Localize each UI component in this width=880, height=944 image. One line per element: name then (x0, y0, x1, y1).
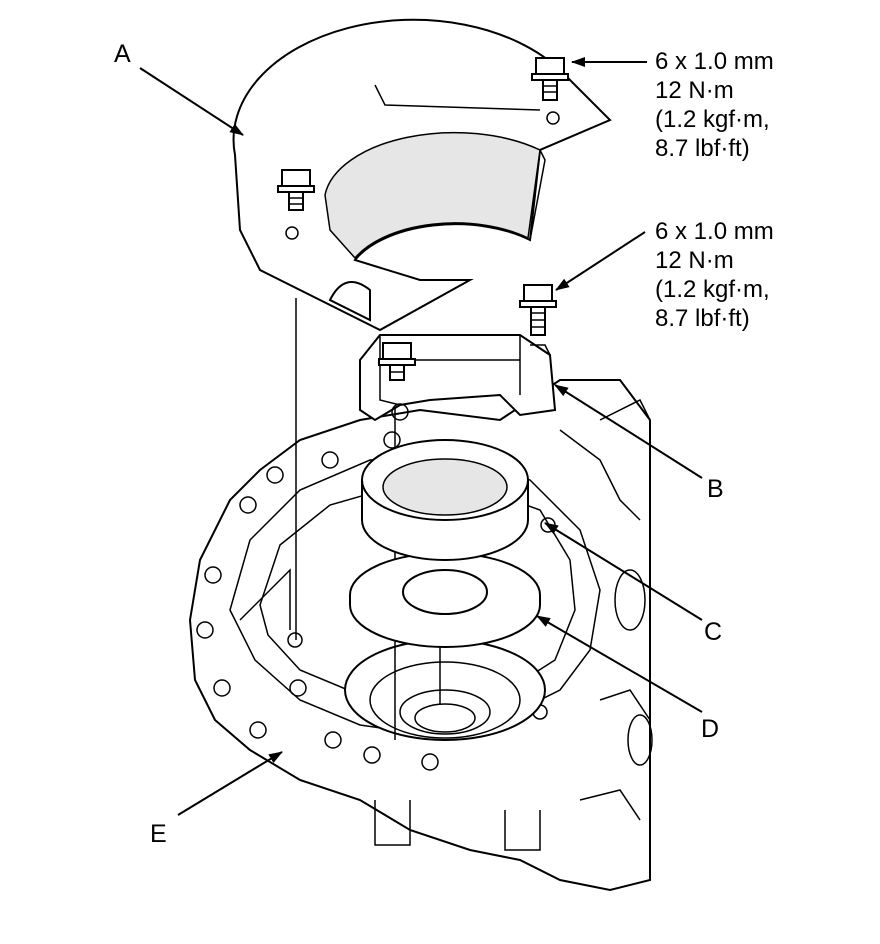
arrow-d (536, 615, 703, 713)
arrow-spec-middle (555, 231, 646, 291)
label-b: B (707, 475, 724, 503)
label-d: D (701, 715, 719, 743)
spec-middle-lbf: 8.7 lbf·ft) (655, 305, 750, 332)
arrow-a (139, 67, 244, 136)
arrow-e (177, 751, 283, 816)
spec-top-size: 6 x 1.0 mm (655, 48, 774, 75)
leader-arrows (139, 57, 703, 816)
bolt-top-right (531, 57, 569, 101)
spec-top-kgf: (1.2 kgf·m, (655, 106, 770, 133)
spec-middle-kgf: (1.2 kgf·m, (655, 276, 770, 303)
spec-top-lbf: 8.7 lbf·ft) (655, 135, 750, 162)
bolt-left (277, 169, 315, 211)
bolt-bracket (378, 342, 416, 381)
label-a: A (114, 40, 131, 68)
bearing-ring-c (361, 439, 529, 561)
spec-top-torque: 12 N·m (655, 77, 734, 104)
arrow-b (554, 384, 703, 479)
heat-shield-a (232, 18, 612, 332)
arrow-c (544, 522, 703, 621)
torque-spec-top: 6 x 1.0 mm 12 N·m (1.2 kgf·m, 8.7 lbf·ft… (655, 48, 774, 162)
label-c: C (704, 618, 722, 646)
spec-middle-size: 6 x 1.0 mm (655, 218, 774, 245)
washer-d (348, 552, 542, 648)
spec-middle-torque: 12 N·m (655, 247, 734, 274)
flange-bolt-holes (196, 431, 556, 771)
label-e: E (150, 820, 167, 848)
torque-spec-middle: 6 x 1.0 mm 12 N·m (1.2 kgf·m, 8.7 lbf·ft… (655, 218, 774, 332)
bolt-right-middle (519, 284, 557, 336)
